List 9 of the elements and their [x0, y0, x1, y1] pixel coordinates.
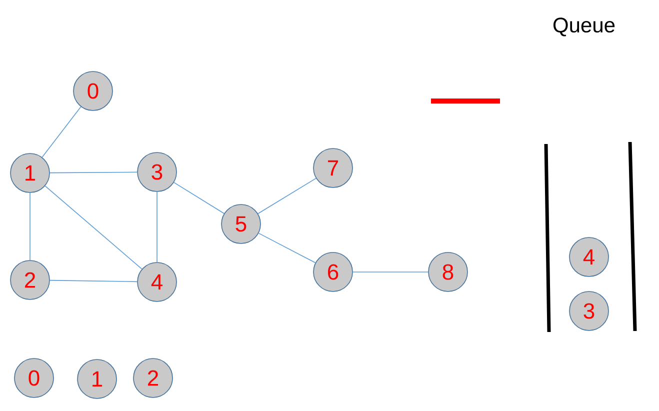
connector-line — [44, 186, 142, 270]
connector-line — [174, 182, 224, 214]
connector-line — [156, 191, 158, 262]
connector-line — [50, 280, 138, 282]
connector-line — [50, 172, 138, 174]
connector-line — [42, 106, 82, 158]
connector-line — [258, 232, 316, 264]
queue-heading: Queue — [553, 18, 615, 36]
connector-line — [258, 178, 316, 214]
